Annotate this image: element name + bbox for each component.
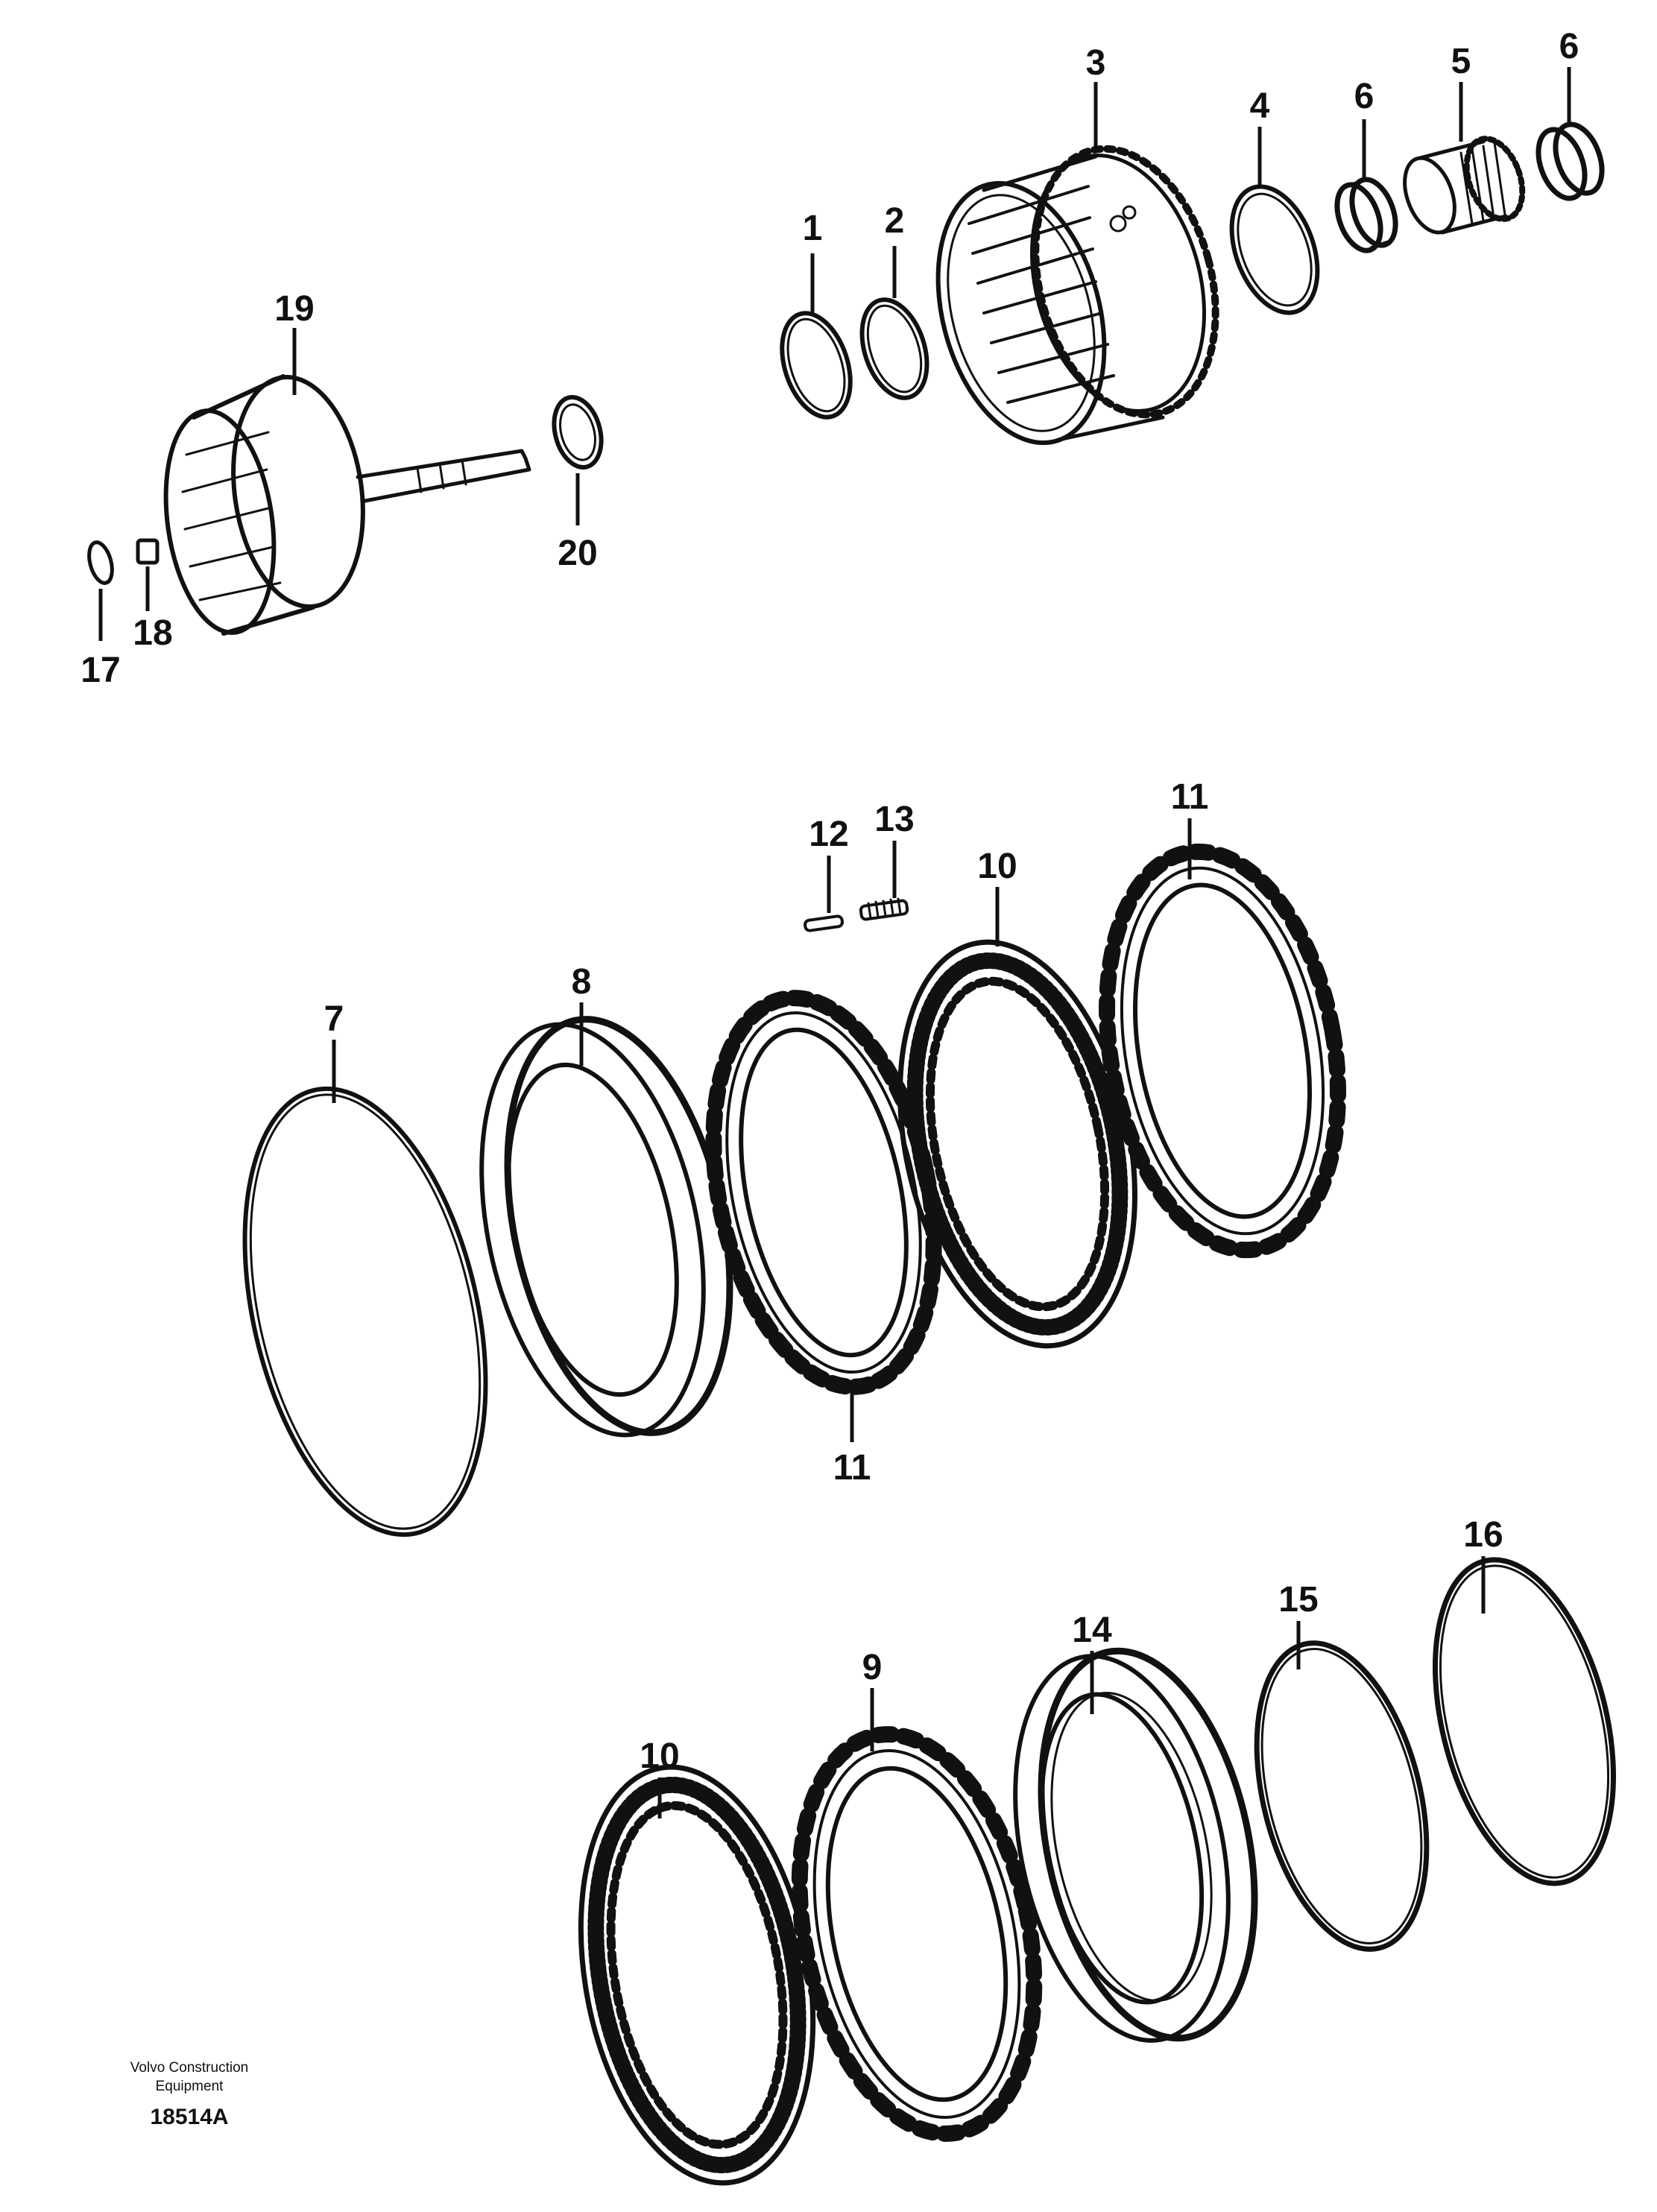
part-16-seal-ring	[1433, 1557, 1616, 1886]
part-18-bushing	[136, 538, 160, 565]
part-12-pin	[804, 914, 844, 932]
callout-18: 18	[133, 613, 172, 653]
callout-20: 20	[558, 534, 597, 573]
part-10-friction-disc-upper	[897, 939, 1137, 1349]
part-1-snap-ring	[780, 311, 853, 420]
part-6-bearing-right	[1536, 121, 1605, 201]
callout-4: 4	[1250, 86, 1270, 126]
publisher-line-1: Volvo Construction	[130, 2060, 248, 2076]
callout-labels: 1 2 3 4 6 5 6 19 17 18 20 7 8 12 13 10 1…	[81, 27, 1579, 1776]
callout-16: 16	[1463, 1515, 1503, 1555]
callout-5: 5	[1451, 42, 1471, 81]
callout-2: 2	[885, 201, 905, 241]
callout-11-upper: 11	[1171, 777, 1209, 817]
leader-lines	[98, 67, 1571, 1818]
callout-11-lower: 11	[833, 1448, 871, 1488]
callout-1: 1	[803, 209, 823, 248]
part-17-washer	[87, 540, 114, 585]
part-6-bearing-left	[1334, 177, 1398, 253]
part-5-hub	[1403, 136, 1526, 235]
part-10-friction-disc-lower	[578, 1764, 816, 2186]
callout-15: 15	[1278, 1580, 1318, 1619]
callout-10-lower: 10	[640, 1737, 679, 1776]
callout-3: 3	[1086, 43, 1106, 83]
part-14-piston	[1013, 1647, 1258, 2043]
part-13-spring	[859, 897, 909, 921]
callout-10-upper: 10	[977, 847, 1017, 886]
callout-6-left: 6	[1354, 77, 1374, 116]
part-11-steel-disc-right	[1099, 843, 1346, 1259]
callout-14: 14	[1072, 1611, 1112, 1650]
callout-17: 17	[81, 651, 120, 690]
part-15-seal-ring	[1254, 1640, 1430, 1952]
callout-19: 19	[274, 289, 314, 329]
part-19-hub-with-shaft	[163, 374, 531, 636]
callout-6-right: 6	[1559, 27, 1579, 66]
callout-8: 8	[572, 962, 592, 1002]
part-2-snap-ring	[859, 297, 930, 400]
part-4-thrust-washer	[1229, 184, 1320, 315]
part-7-large-snap-ring	[242, 1086, 488, 1538]
part-9-steel-disc	[791, 1726, 1043, 2142]
drawing-number: 18514A	[150, 2105, 228, 2129]
callout-13: 13	[874, 800, 914, 839]
publisher-line-2: Equipment	[156, 2079, 224, 2094]
callout-7: 7	[324, 999, 344, 1039]
callout-9: 9	[862, 1648, 883, 1687]
part-3-clutch-drum	[935, 145, 1219, 446]
part-20-thrust-washer	[552, 394, 604, 470]
footer: Volvo Construction Equipment 18514A	[130, 2060, 248, 2129]
callout-12: 12	[809, 815, 848, 854]
